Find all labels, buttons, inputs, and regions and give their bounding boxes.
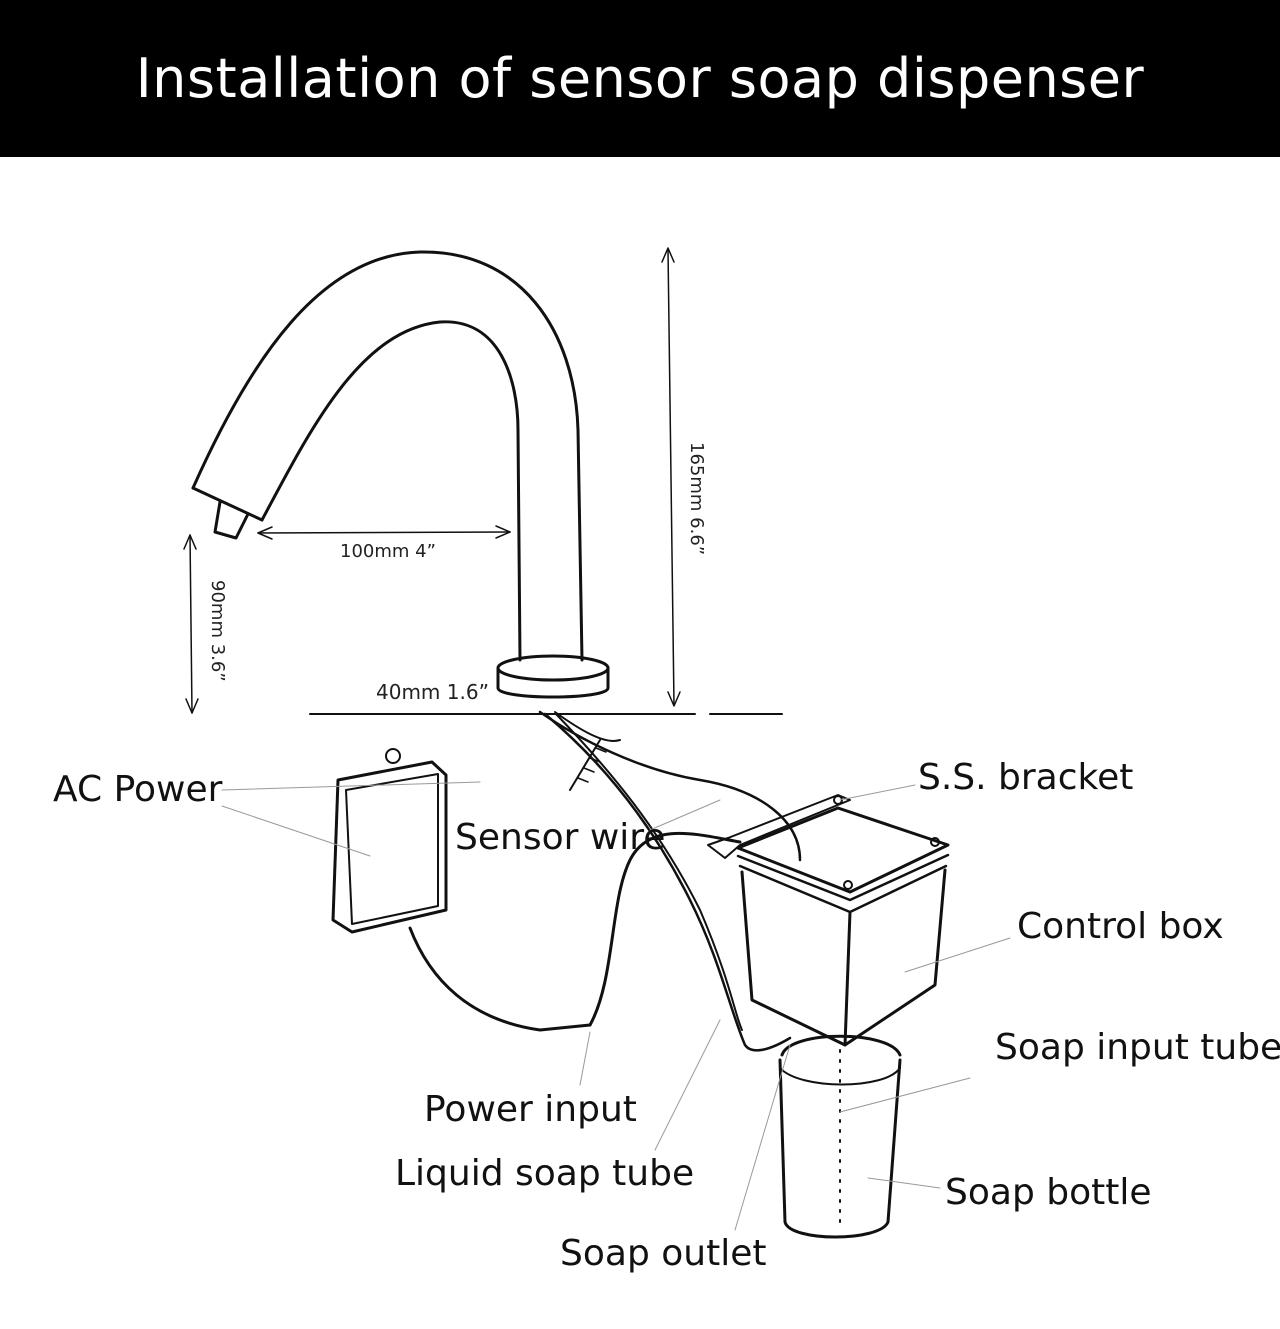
power-input-label: Power input <box>424 1089 637 1130</box>
ss-bracket-label: S.S. bracket <box>918 757 1134 798</box>
sensor-wire-label: Sensor wire <box>455 817 666 858</box>
spout-clearance-label: 90mm 3.6” <box>207 580 228 682</box>
sensor-wire-2 <box>554 711 621 742</box>
control-box-label: Control box <box>1017 906 1224 947</box>
spout-reach-label: 100mm 4” <box>340 541 436 562</box>
soap-bottle-shoulder <box>779 1067 901 1086</box>
faucet-spout-tip <box>191 486 264 522</box>
faucet-spout-inner <box>260 320 522 662</box>
total-height-label: 165mm 6.6” <box>686 442 707 556</box>
control-box-screw <box>843 880 853 890</box>
soap-bottle-body <box>778 1058 902 1239</box>
ac-power-label: AC Power <box>53 769 223 810</box>
control-box-lid-rim <box>736 853 950 914</box>
liquid-soap-tube-label: Liquid soap tube <box>395 1153 695 1194</box>
control-box-lid <box>736 806 950 894</box>
page-title: Installation of sensor soap dispenser <box>135 47 1145 110</box>
control-box-edge <box>843 910 852 1047</box>
control-box-screw-2 <box>930 837 940 847</box>
soap-input-tube-label: Soap input tube <box>995 1027 1280 1068</box>
soap-bottle-label: Soap bottle <box>945 1172 1152 1213</box>
soap-bottle-top <box>780 1034 902 1057</box>
power-input-wire <box>588 831 742 1027</box>
power-cable <box>408 926 592 1032</box>
liquid-soap-tube <box>543 712 792 1052</box>
ac-power-hanger <box>385 748 401 764</box>
liquid-soap-tube-2 <box>555 713 743 1031</box>
mounting-thread-ticks <box>577 747 607 783</box>
ac-power-box-front <box>345 773 439 925</box>
faucet-base-ring-top <box>496 654 610 682</box>
mounting-thread <box>569 739 601 791</box>
leader-lines <box>221 781 1011 1231</box>
ac-power-box <box>331 760 448 934</box>
ss-bracket <box>707 794 851 859</box>
soap-outlet-label: Soap outlet <box>560 1233 767 1274</box>
title-bar: Installation of sensor soap dispenser <box>0 0 1280 157</box>
soap-nozzle <box>213 500 250 540</box>
dimension-arrows <box>183 247 681 714</box>
faucet-spout-outer <box>191 250 584 662</box>
base-diameter-label: 40mm 1.6” <box>376 680 489 704</box>
faucet-base-ring-side <box>496 666 610 699</box>
